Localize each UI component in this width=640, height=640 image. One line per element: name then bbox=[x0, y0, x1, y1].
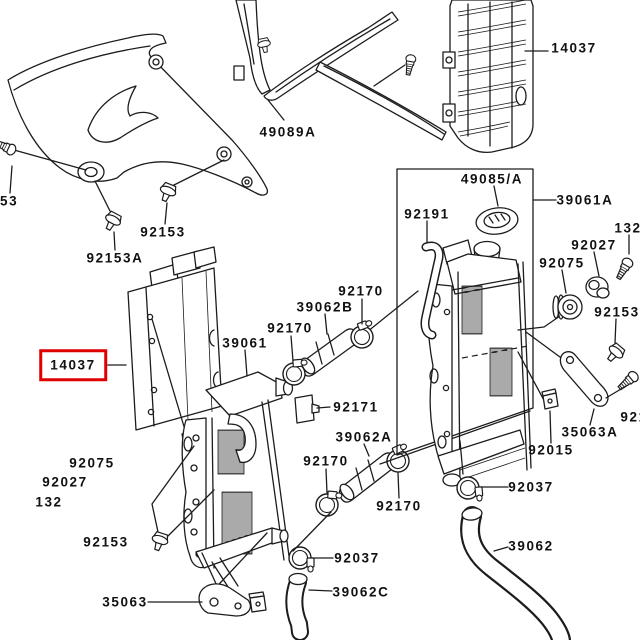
part-label[interactable]: 39062C bbox=[332, 584, 390, 600]
part-label[interactable]: 92170 bbox=[267, 320, 313, 336]
part-label[interactable]: 132 bbox=[35, 494, 63, 510]
part-shroud-drawing bbox=[0, 33, 269, 251]
part-label[interactable]: 49089A bbox=[259, 124, 317, 140]
part-right-radiator-assembly-drawing bbox=[396, 168, 557, 491]
part-label[interactable]: 39062B bbox=[296, 299, 354, 315]
part-label[interactable]: 92170 bbox=[338, 283, 384, 299]
part-label[interactable]: 92153A bbox=[86, 250, 144, 266]
part-grille-drawing bbox=[442, 0, 549, 154]
part-label[interactable]: 53 bbox=[0, 193, 19, 209]
part-label[interactable]: 92075 bbox=[69, 455, 115, 471]
part-label[interactable]: 92170 bbox=[376, 498, 422, 514]
part-label[interactable]: 92191 bbox=[404, 206, 450, 222]
part-label[interactable]: 39061A bbox=[556, 192, 614, 208]
part-label[interactable]: 39062 bbox=[508, 538, 554, 554]
part-blade-drawing bbox=[315, 53, 447, 141]
part-label[interactable]: 39062A bbox=[335, 429, 393, 445]
part-label[interactable]: 92027 bbox=[571, 237, 617, 253]
part-right-hardware-drawing bbox=[461, 234, 640, 444]
part-label[interactable]: 92153 bbox=[594, 304, 640, 320]
part-label[interactable]: 92037 bbox=[334, 550, 380, 566]
part-label[interactable]: 35063 bbox=[102, 594, 148, 610]
part-bottom-hoses-drawing bbox=[285, 475, 571, 640]
part-label[interactable]: 92170 bbox=[303, 453, 349, 469]
part-label[interactable]: 921 bbox=[620, 409, 640, 425]
part-label[interactable]: 35063A bbox=[561, 424, 619, 440]
part-louver-panel-drawing bbox=[102, 246, 223, 455]
part-middle-tubes-drawing bbox=[281, 290, 531, 518]
part-bracket-49089a-drawing bbox=[233, 0, 399, 121]
part-left-radiator-drawing bbox=[148, 349, 294, 569]
part-label-highlighted[interactable]: 14037 bbox=[39, 349, 107, 381]
part-label[interactable]: 39061 bbox=[222, 335, 268, 351]
part-label[interactable]: 92153 bbox=[140, 224, 186, 240]
part-bottom-stay-drawing bbox=[147, 511, 332, 617]
part-label[interactable]: 92153 bbox=[83, 534, 129, 550]
part-label[interactable]: 132 bbox=[614, 220, 640, 236]
part-label[interactable]: 92027 bbox=[42, 474, 88, 490]
part-label[interactable]: 92075 bbox=[539, 255, 585, 271]
part-label[interactable]: 92037 bbox=[508, 479, 554, 495]
part-label[interactable]: 14037 bbox=[551, 40, 597, 56]
part-label[interactable]: 92171 bbox=[333, 399, 379, 415]
part-label[interactable]: 92015 bbox=[528, 442, 574, 458]
part-label[interactable]: 49085/A bbox=[460, 171, 524, 187]
